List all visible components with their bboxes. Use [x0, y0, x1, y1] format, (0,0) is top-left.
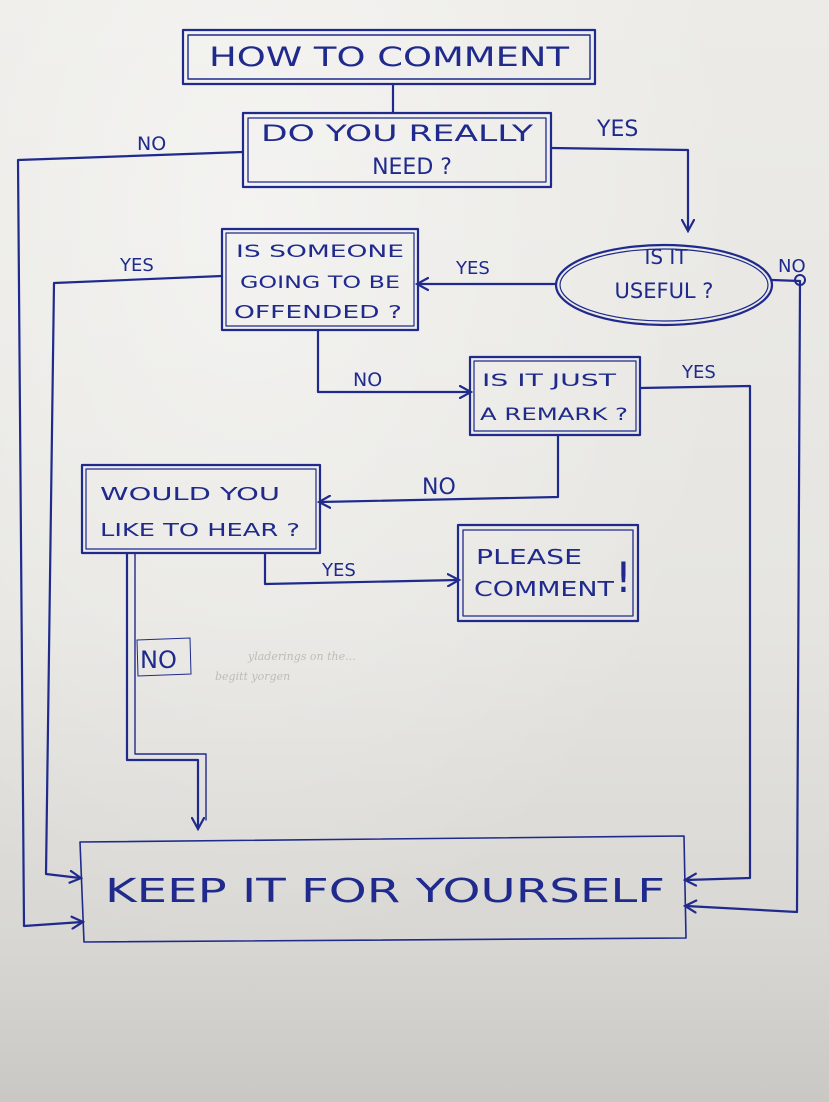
please-line-2: COMMENT: [474, 577, 615, 601]
really-need-box-inner: [247, 117, 547, 183]
useful-line-1: IS IT: [644, 245, 688, 269]
remark-box-inner: [473, 360, 637, 432]
label-useful-yes: YES: [455, 258, 490, 279]
keep-label: KEEP IT FOR YOURSELF: [105, 871, 665, 910]
label-useful-no: NO: [778, 256, 806, 277]
please-box-inner: [462, 529, 634, 617]
hear-line-2: LIKE TO HEAR ?: [100, 520, 300, 541]
useful-line-2: USEFUL ?: [615, 279, 714, 303]
connector-hear-no: [125, 551, 198, 828]
keep-box: [79, 835, 687, 943]
useful-ellipse-inner: [559, 248, 769, 322]
label-hear-no: NO: [140, 646, 177, 674]
hear-box-inner: [85, 468, 317, 550]
please-exclamation: !: [615, 553, 632, 602]
title-box-inner: [187, 34, 591, 80]
offended-line-1: IS SOMEONE: [236, 242, 404, 262]
label-offended-yes: YES: [119, 255, 154, 276]
really-need-line-1: DO YOU REALLY: [261, 122, 534, 147]
hear-box: [80, 463, 322, 555]
title-box: [181, 28, 597, 86]
connector-offended-no: [316, 328, 470, 392]
really-need-line-2: NEED ?: [372, 155, 452, 180]
label-need-no: NO: [137, 133, 166, 155]
remark-line-1: IS IT JUST: [482, 371, 617, 391]
label-remark-no: NO: [422, 475, 456, 500]
please-box: [456, 523, 640, 623]
really-need-box: [241, 111, 553, 189]
label-need-yes: YES: [596, 117, 638, 142]
please-line-1: PLEASE: [476, 545, 582, 569]
connector-junction-dot: [794, 274, 806, 286]
connector-useful-no: [686, 278, 802, 912]
connector-need-no: [16, 150, 245, 926]
faint-background-text: yladerings on the... begitt yorgen: [215, 650, 356, 683]
connector-offended-yes: [44, 274, 224, 878]
remark-line-2: A REMARK ?: [480, 405, 628, 425]
connector-remark-no: [320, 433, 560, 502]
label-remark-yes: YES: [681, 362, 716, 383]
connector-need-yes: [549, 146, 688, 230]
hear-line-1: WOULD YOU: [100, 484, 280, 505]
offended-box-inner: [225, 232, 415, 327]
connector-hear-no-double: [134, 552, 207, 821]
page-title: HOW TO COMMENT: [209, 42, 570, 73]
connector-hear-yes: [263, 551, 458, 584]
label-offended-no: NO: [353, 369, 382, 391]
faint-text-line-1: yladerings on the...: [247, 650, 356, 663]
faint-text-line-2: begitt yorgen: [215, 670, 290, 683]
offended-line-3: OFFENDED ?: [234, 302, 402, 323]
hear-no-label-box: [136, 637, 192, 677]
label-hear-yes: YES: [321, 560, 356, 581]
connector-remark-yes: [638, 384, 752, 880]
offended-line-2: GOING TO BE: [240, 273, 400, 293]
